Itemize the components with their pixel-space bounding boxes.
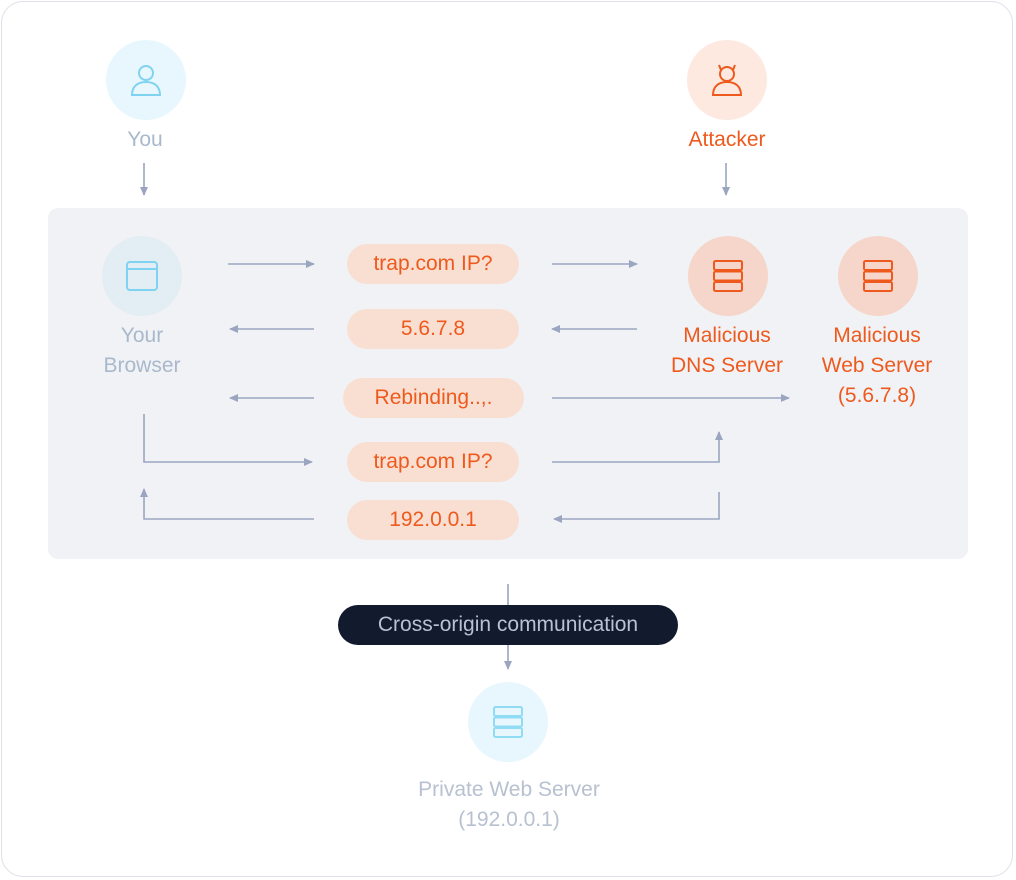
dns-server-label-line2: DNS Server xyxy=(670,354,784,377)
dns-server-node xyxy=(688,236,768,316)
server-icon xyxy=(488,702,528,742)
you-label: You xyxy=(127,128,163,151)
message-dns-response-1: 5.6.7.8 xyxy=(347,309,519,349)
message-dns-response-2: 192.0.0.1 xyxy=(347,500,519,540)
web-server-node xyxy=(838,236,918,316)
browser-window-icon xyxy=(122,256,162,296)
user-icon xyxy=(126,60,166,100)
web-server-label-line2: Web Server xyxy=(821,354,933,377)
browser-label-line2: Browser xyxy=(103,354,181,377)
you-avatar xyxy=(106,40,186,120)
private-server-label-line2: (192.0.0.1) xyxy=(458,808,560,831)
message-dns-query-2: trap.com IP? xyxy=(347,442,519,482)
browser-node xyxy=(102,236,182,316)
private-server-node xyxy=(468,682,548,762)
browser-label-line1: Your xyxy=(120,324,164,347)
dns-server-label-line1: Malicious xyxy=(683,324,771,347)
server-icon xyxy=(708,256,748,296)
message-dns-query-1: trap.com IP? xyxy=(347,244,519,284)
arrow-response-2-right xyxy=(553,492,720,523)
web-server-label-line1: Malicious xyxy=(833,324,921,347)
private-server-label-line1: Private Web Server xyxy=(418,778,600,801)
arrow-response-2-left xyxy=(140,488,314,520)
arrow-query-2-left xyxy=(143,414,313,466)
message-rebinding: Rebinding..,. xyxy=(343,378,524,418)
devil-user-icon xyxy=(707,60,747,100)
cross-origin-badge: Cross-origin communication xyxy=(338,605,678,645)
attacker-avatar xyxy=(687,40,767,120)
attacker-label: Attacker xyxy=(688,128,766,151)
server-icon xyxy=(858,256,898,296)
web-server-label-line3: (5.6.7.8) xyxy=(837,384,917,407)
arrow-query-2-right xyxy=(552,431,723,463)
